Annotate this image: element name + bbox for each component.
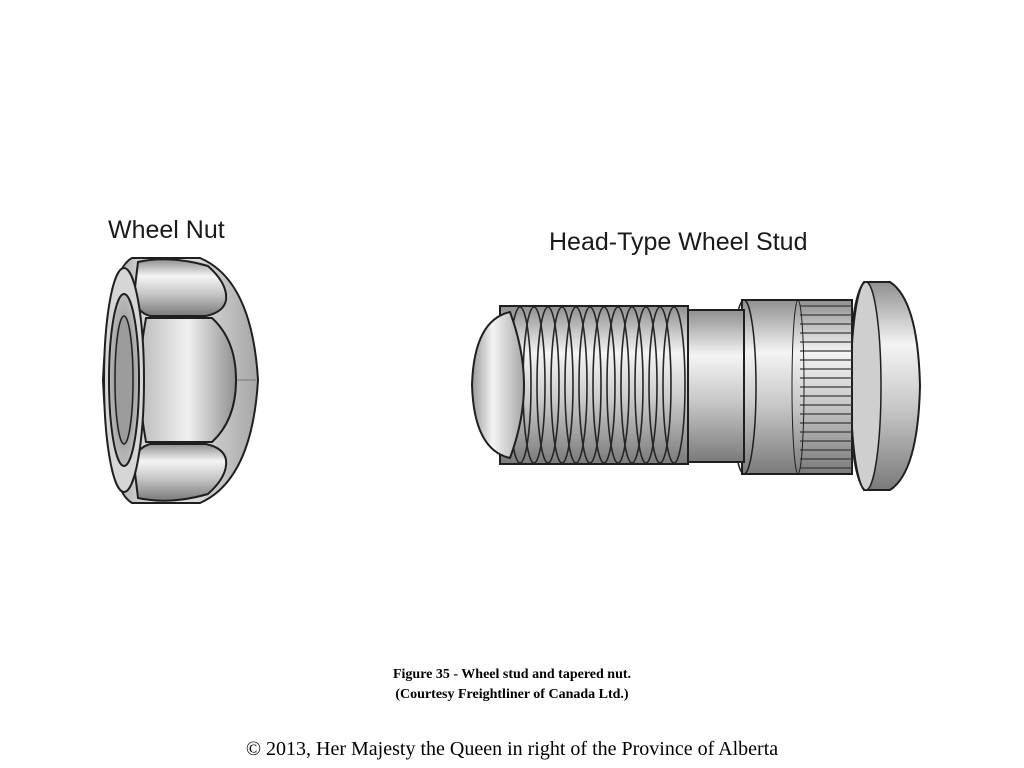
wheel-nut [101,257,260,504]
figure-caption: Figure 35 - Wheel stud and tapered nut. [392,667,632,682]
wheel-stud-label: Head-Type Wheel Stud [549,228,808,256]
wheel-stud [470,281,922,491]
knurl-lines [800,305,852,469]
wheel-nut-label: Wheel Nut [108,216,225,244]
figure-courtesy: (Courtesy Freightliner of Canada Ltd.) [395,687,629,702]
copyright-notice: © 2013, Her Majesty the Queen in right o… [245,738,779,760]
